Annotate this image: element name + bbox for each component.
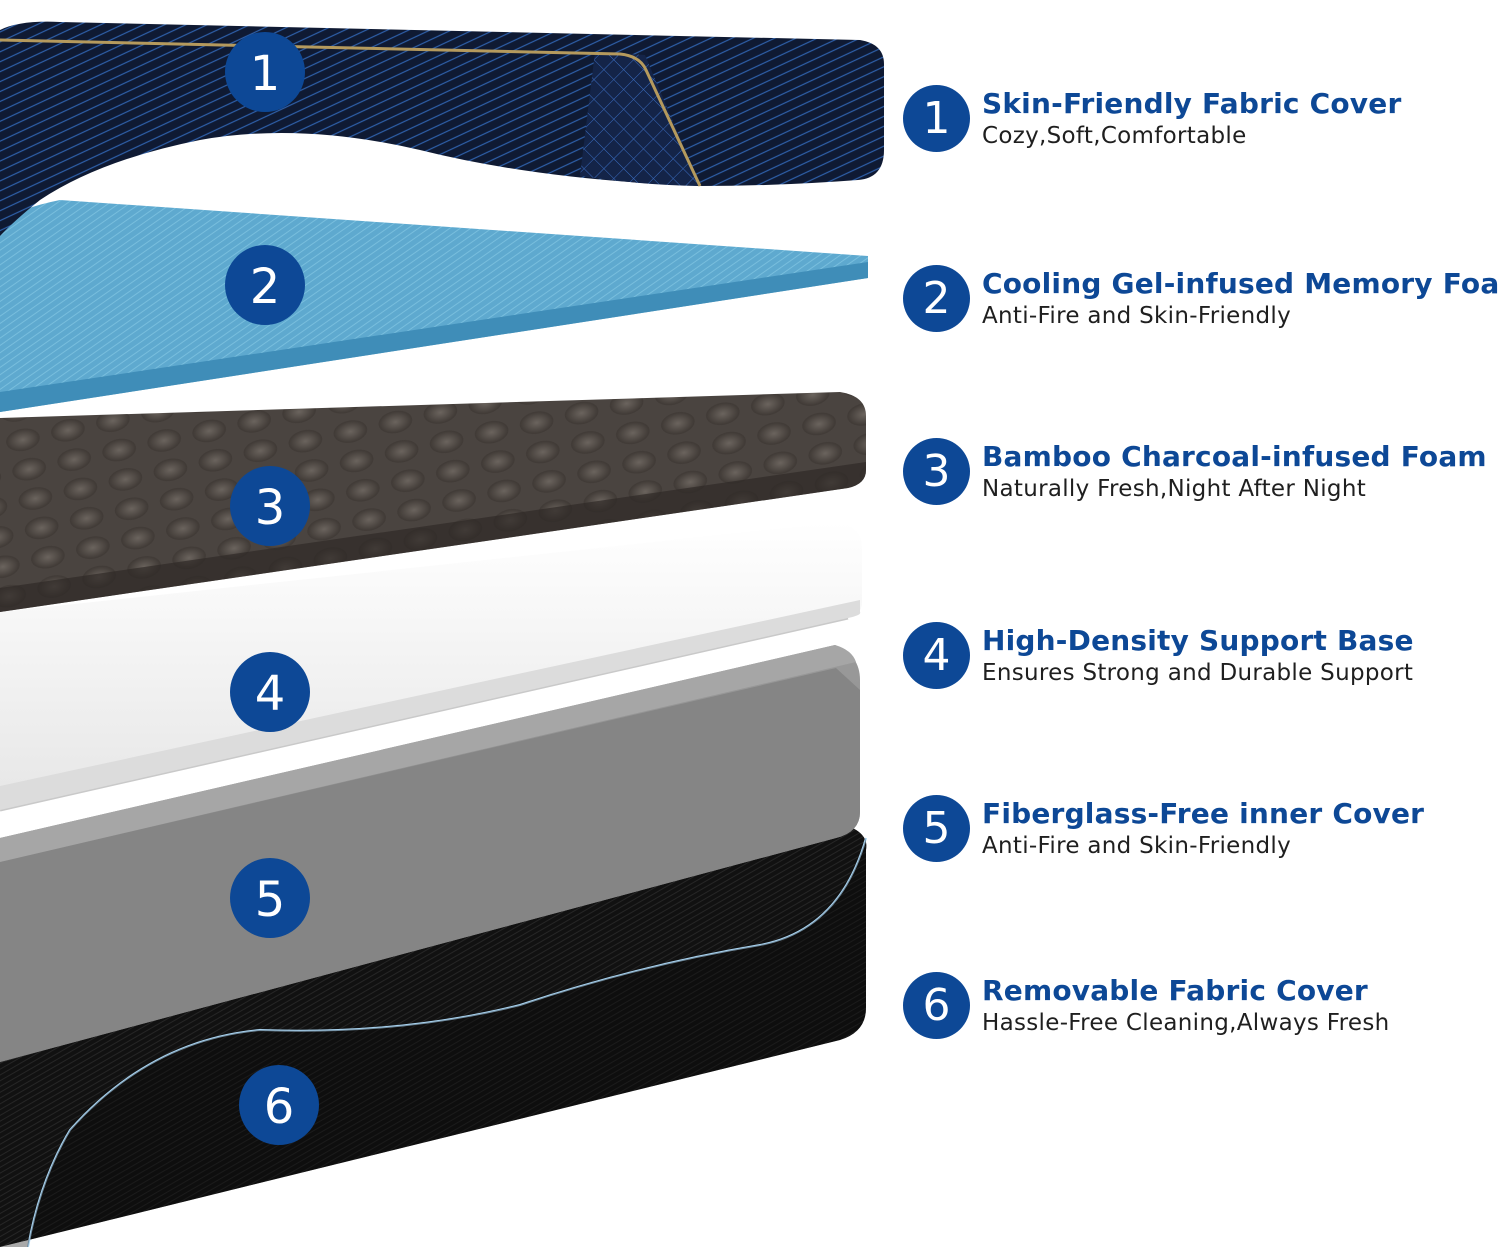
legend-badge-3: 3 <box>903 438 970 505</box>
layer-badge-1-number: 1 <box>250 46 281 102</box>
layer-2-gel-foam <box>0 200 868 412</box>
layer-4-support-base <box>0 522 862 812</box>
layer-5-side-band <box>0 668 860 1062</box>
legend-title-3: Bamboo Charcoal-infused Foam <box>982 440 1487 473</box>
layer-badge-6: 6 <box>239 1065 319 1145</box>
legend-badge-5: 5 <box>903 795 970 862</box>
legend-item-1: 1 Skin-Friendly Fabric Cover Cozy,Soft,C… <box>903 85 1500 165</box>
legend-title-6: Removable Fabric Cover <box>982 974 1368 1007</box>
layer-badge-4-number: 4 <box>255 666 286 722</box>
legend-item-3: 3 Bamboo Charcoal-infused Foam Naturally… <box>903 438 1500 518</box>
layer-1-fabric-cover <box>0 21 884 236</box>
layer-1-gold-piping <box>0 38 702 187</box>
legend-item-6: 6 Removable Fabric Cover Hassle-Free Cle… <box>903 972 1500 1052</box>
legend-subtitle-6: Hassle-Free Cleaning,Always Fresh <box>982 1010 1390 1036</box>
legend-badge-2: 2 <box>903 265 970 332</box>
layer-badge-5: 5 <box>230 858 310 938</box>
legend-badge-6: 6 <box>903 972 970 1039</box>
legend-badge-4: 4 <box>903 622 970 689</box>
legend-title-2: Cooling Gel-infused Memory Foam <box>982 267 1500 300</box>
layer-badge-4-circle <box>230 652 310 732</box>
legend-title-5: Fiberglass-Free inner Cover <box>982 797 1425 830</box>
layer-1-shape <box>0 21 884 236</box>
legend-subtitle-5: Anti-Fire and Skin-Friendly <box>982 833 1291 859</box>
legend-badge-1: 1 <box>903 85 970 152</box>
layer-badge-6-number: 6 <box>264 1079 295 1135</box>
layer-1-side-knit <box>580 52 700 186</box>
layer-badge-2-circle <box>225 245 305 325</box>
layer-4-bottom-shade <box>0 600 861 810</box>
legend-item-5: 5 Fiberglass-Free inner Cover Anti-Fire … <box>903 795 1500 875</box>
legend-subtitle-1: Cozy,Soft,Comfortable <box>982 123 1247 149</box>
layer-badge-4: 4 <box>230 652 310 732</box>
layer-badge-3-number: 3 <box>255 480 286 536</box>
legend-title-1: Skin-Friendly Fabric Cover <box>982 87 1402 120</box>
layer-badge-5-number: 5 <box>255 872 286 928</box>
layer-5-top-face <box>0 645 856 862</box>
legend-subtitle-2: Anti-Fire and Skin-Friendly <box>982 303 1291 329</box>
layer-5-inner-cover <box>0 645 860 1062</box>
legend-subtitle-4: Ensures Strong and Durable Support <box>982 660 1414 686</box>
layer-badge-1-circle <box>225 32 305 112</box>
legend-item-4: 4 High-Density Support Base Ensures Stro… <box>903 622 1500 702</box>
legend-subtitle-3: Naturally Fresh,Night After Night <box>982 476 1367 502</box>
layer-badge-5-circle <box>230 858 310 938</box>
layer-2-shape <box>0 200 868 412</box>
layer-badge-2-number: 2 <box>250 259 281 315</box>
layer-6-shape <box>0 822 867 1247</box>
layer-badge-1: 1 <box>225 32 305 112</box>
layer-3-side <box>0 462 866 612</box>
layer-6-lining <box>0 838 866 1247</box>
layer-4-shape <box>0 522 862 810</box>
layer-badge-3: 3 <box>230 466 310 546</box>
legend-title-4: High-Density Support Base <box>982 624 1414 657</box>
layer-3-charcoal-foam <box>0 392 866 612</box>
mattress-illustration: 1 2 3 4 5 6 <box>0 21 884 1247</box>
layer-2-side <box>0 262 868 412</box>
layer-badge-6-circle <box>239 1065 319 1145</box>
layer-badge-3-circle <box>230 466 310 546</box>
legend-item-2: 2 Cooling Gel-infused Memory Foam Anti-F… <box>903 265 1500 345</box>
layer-6-zipper-line <box>27 837 867 1247</box>
layer-badge-2: 2 <box>225 245 305 325</box>
